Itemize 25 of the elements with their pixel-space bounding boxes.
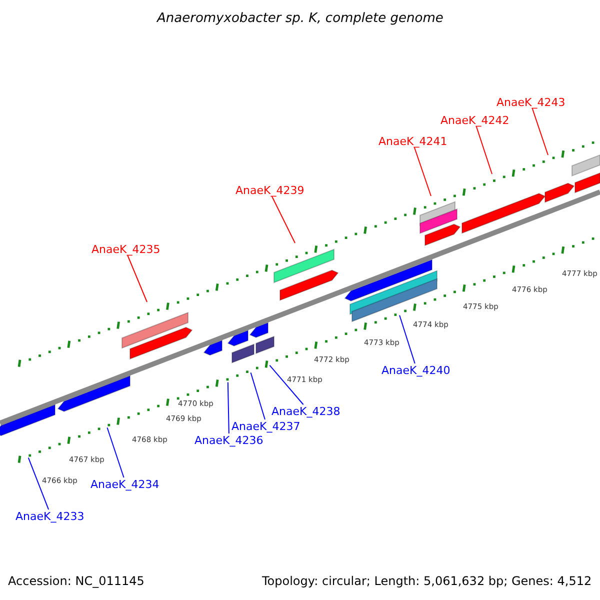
gene-label: AnaeK_4239 <box>236 184 304 196</box>
leader-line <box>28 457 50 510</box>
gene-label: AnaeK_4240 <box>382 364 450 376</box>
leader-line <box>272 196 296 244</box>
gene-label: AnaeK_4243 <box>496 96 566 108</box>
gene-label: AnaeK_4237 <box>232 420 300 432</box>
gene-label: AnaeK_4241 <box>378 136 448 146</box>
gene-label: AnaeK_4242 <box>440 114 510 126</box>
leader-line <box>106 427 124 478</box>
genome-info-text: Topology: circular; Length: 5,061,632 bp; Genes: 4,512 <box>262 575 592 587</box>
leader-line <box>532 108 548 156</box>
gene-label: AnaeK_4234 <box>90 478 160 490</box>
gene-label: AnaeK_4238 <box>272 406 340 416</box>
leader-line <box>227 382 230 434</box>
leader-line <box>399 314 416 364</box>
gene-label: AnaeK_4233 <box>16 510 84 522</box>
gene-label: AnaeK_4235 <box>92 244 160 254</box>
leader-line <box>414 147 432 196</box>
leader-line <box>127 255 148 302</box>
leader-line <box>269 364 304 405</box>
title: Anaeromyxobacter sp. K, complete genome <box>157 12 444 24</box>
leader-line <box>250 372 266 420</box>
leader-line <box>476 126 492 174</box>
gene-label: AnaeK_4236 <box>194 434 264 446</box>
accession-text: Accession: NC_011145 <box>8 575 144 587</box>
